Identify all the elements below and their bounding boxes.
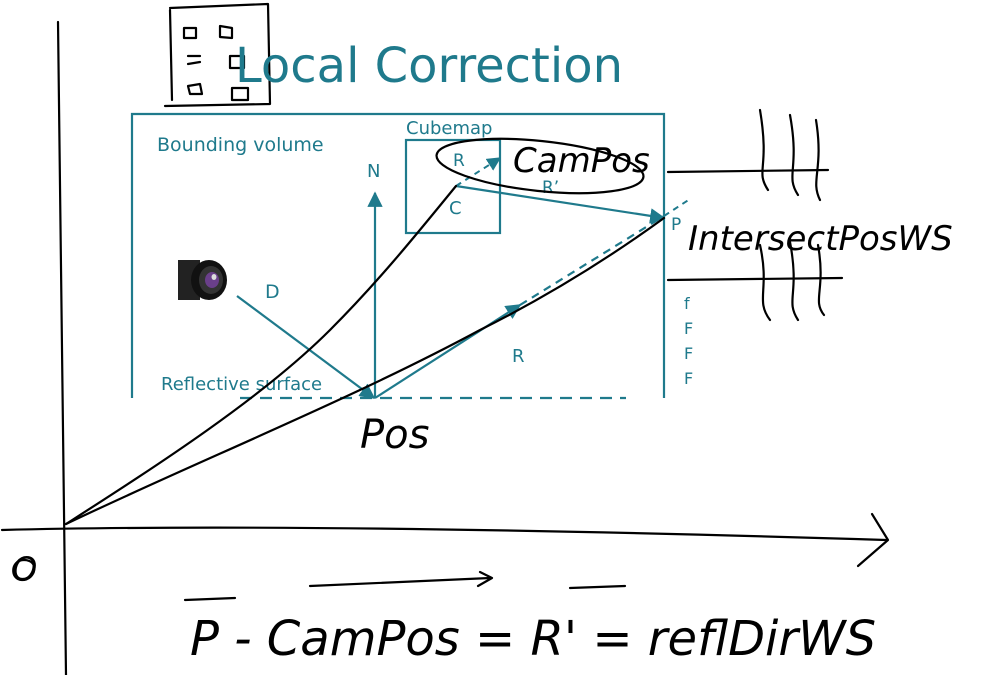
x-axis xyxy=(0,526,888,542)
intersect-vector xyxy=(64,216,666,526)
corrected-ray-label: R’ xyxy=(542,178,559,198)
reflective-surface-label: Reflective surface xyxy=(161,374,322,395)
normal-label: N xyxy=(367,161,380,182)
y-axis xyxy=(56,20,68,675)
right-partial-text: f F F F xyxy=(684,294,693,388)
campos-highlight xyxy=(435,137,645,195)
cubemap-reflect-ray xyxy=(455,157,502,187)
svg-text:f: f xyxy=(684,294,690,313)
pos-annotation: Pos xyxy=(360,412,429,458)
cubemap-center-label: C xyxy=(449,198,462,219)
campos-vector xyxy=(64,184,458,526)
slide-title: Local Correction xyxy=(235,38,623,94)
svg-text:F: F xyxy=(684,369,693,388)
intersection-label: P xyxy=(671,215,681,235)
reflect-label: R xyxy=(512,346,525,367)
intersectpos-annotation: IntersectPosWS xyxy=(688,219,953,259)
x-axis-arrowhead xyxy=(856,512,890,568)
bounding-volume-label: Bounding volume xyxy=(157,134,324,156)
origin-annotation: O xyxy=(12,550,37,588)
camera-icon xyxy=(178,260,227,300)
cubemap-label: Cubemap xyxy=(406,118,492,139)
view-ray-d xyxy=(236,295,376,399)
corrected-ray xyxy=(455,184,666,224)
bounding-volume-box xyxy=(130,112,666,398)
equation-overbars xyxy=(183,570,627,602)
svg-text:F: F xyxy=(684,319,693,338)
cubemap-box xyxy=(404,138,502,235)
intersect-bracket-lines xyxy=(666,168,844,282)
equation-annotation: P - CamPos = R' = reflDirWS xyxy=(190,611,876,667)
view-ray-label: D xyxy=(265,281,280,303)
campos-annotation: CamPos xyxy=(513,141,650,181)
svg-text:F: F xyxy=(684,344,693,363)
reflect-ray-extension xyxy=(519,215,665,306)
handwritten-doodle xyxy=(163,2,272,108)
origin-mark xyxy=(12,558,36,582)
scribble-marks xyxy=(758,108,826,322)
reflect-ray xyxy=(374,304,522,399)
cubemap-reflect-label: R xyxy=(453,151,465,171)
intersection-extension xyxy=(663,198,691,217)
